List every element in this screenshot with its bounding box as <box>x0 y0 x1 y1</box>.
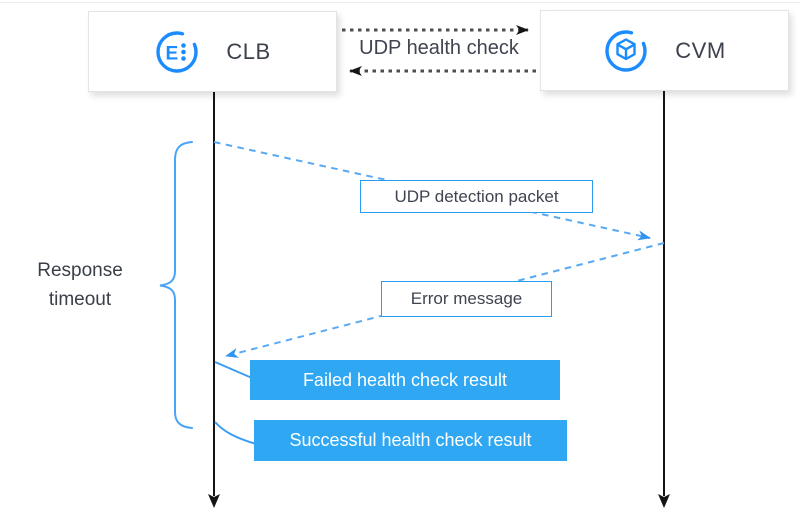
actor-box-clb: E CLB <box>88 11 337 92</box>
top-divider-line <box>0 2 800 3</box>
cvm-server-icon <box>603 28 649 74</box>
failed-health-check-result-box: Failed health check result <box>250 360 560 400</box>
success-result-connector <box>214 421 257 445</box>
failed-health-check-result-label: Failed health check result <box>302 369 508 390</box>
clb-load-balancer-icon: E <box>154 29 200 75</box>
failed-result-connector <box>214 361 253 379</box>
udp-detection-packet-box: UDP detection packet <box>360 180 593 213</box>
actor-label-cvm: CVM <box>675 37 726 63</box>
error-message-arrow <box>225 242 665 358</box>
response-timeout-label: Response timeout <box>37 260 123 311</box>
udp-health-check-label: UDP health check <box>359 37 519 59</box>
actor-label-clb: CLB <box>226 38 271 64</box>
successful-health-check-result-box: Successful health check result <box>254 420 567 461</box>
udp-detection-packet-arrow <box>213 141 651 241</box>
response-timeout-brace <box>159 141 193 429</box>
error-message-label: Error message <box>410 289 523 308</box>
error-message-box: Error message <box>381 281 552 317</box>
svg-text:E: E <box>166 43 179 64</box>
successful-health-check-result-label: Successful health check result <box>289 430 532 450</box>
actor-box-cvm: CVM <box>540 10 789 91</box>
udp-detection-packet-label: UDP detection packet <box>394 186 559 206</box>
